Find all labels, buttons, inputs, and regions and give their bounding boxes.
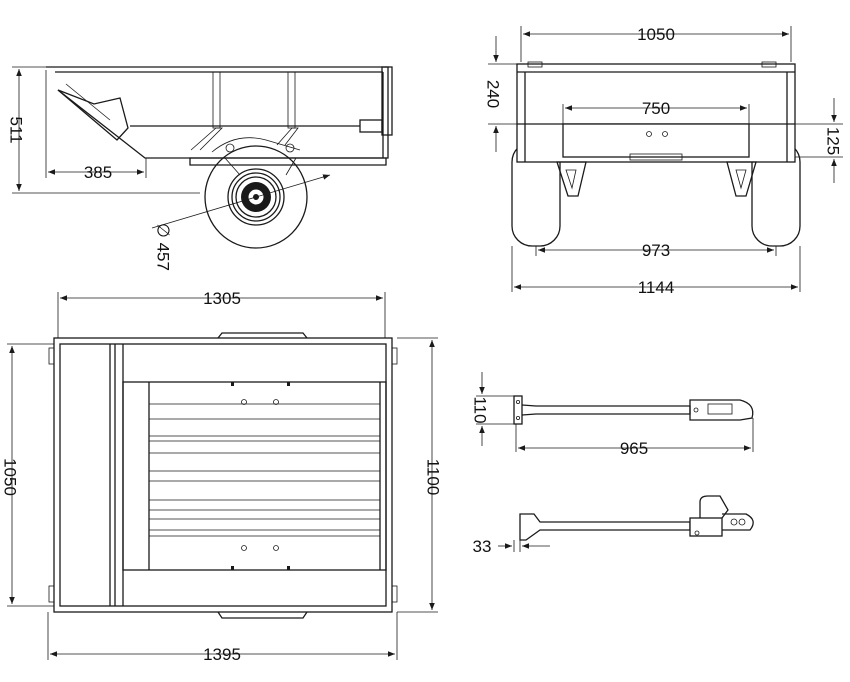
- dim-drawbar-length: 965: [620, 439, 648, 458]
- dim-top-overall-width: 1100: [424, 459, 443, 496]
- dim-rear-ground-clearance: 125: [824, 127, 843, 155]
- dim-drawbar-offset: 33: [473, 537, 492, 556]
- dim-rear-box-width: 1050: [637, 25, 675, 44]
- floor-slats: [149, 403, 380, 537]
- dim-wheel-diameter: ∅ 457: [154, 223, 173, 271]
- dim-drawbar-height: 110: [471, 396, 490, 423]
- drawbar-side-view: [498, 495, 754, 552]
- dim-top-length: 1305: [203, 289, 241, 308]
- dim-side-hitch-length: 385: [84, 163, 112, 182]
- dim-rear-track: 973: [642, 241, 670, 260]
- dimension-labels: 511 385 ∅ 457 1050 240 750 125 973 1144 …: [1, 25, 843, 664]
- dim-rear-overall-width: 1144: [638, 278, 675, 297]
- dim-top-width: 1050: [1, 458, 20, 496]
- dim-top-overall-length: 1395: [203, 645, 241, 664]
- dim-side-depth: 511: [7, 116, 26, 143]
- drawbar-top-view: [476, 372, 754, 452]
- top-view: [7, 292, 438, 660]
- dim-rear-side-height: 240: [484, 80, 503, 108]
- rear-view: [488, 26, 843, 292]
- side-view: [12, 66, 393, 249]
- dim-rear-frame-width: 750: [642, 99, 670, 118]
